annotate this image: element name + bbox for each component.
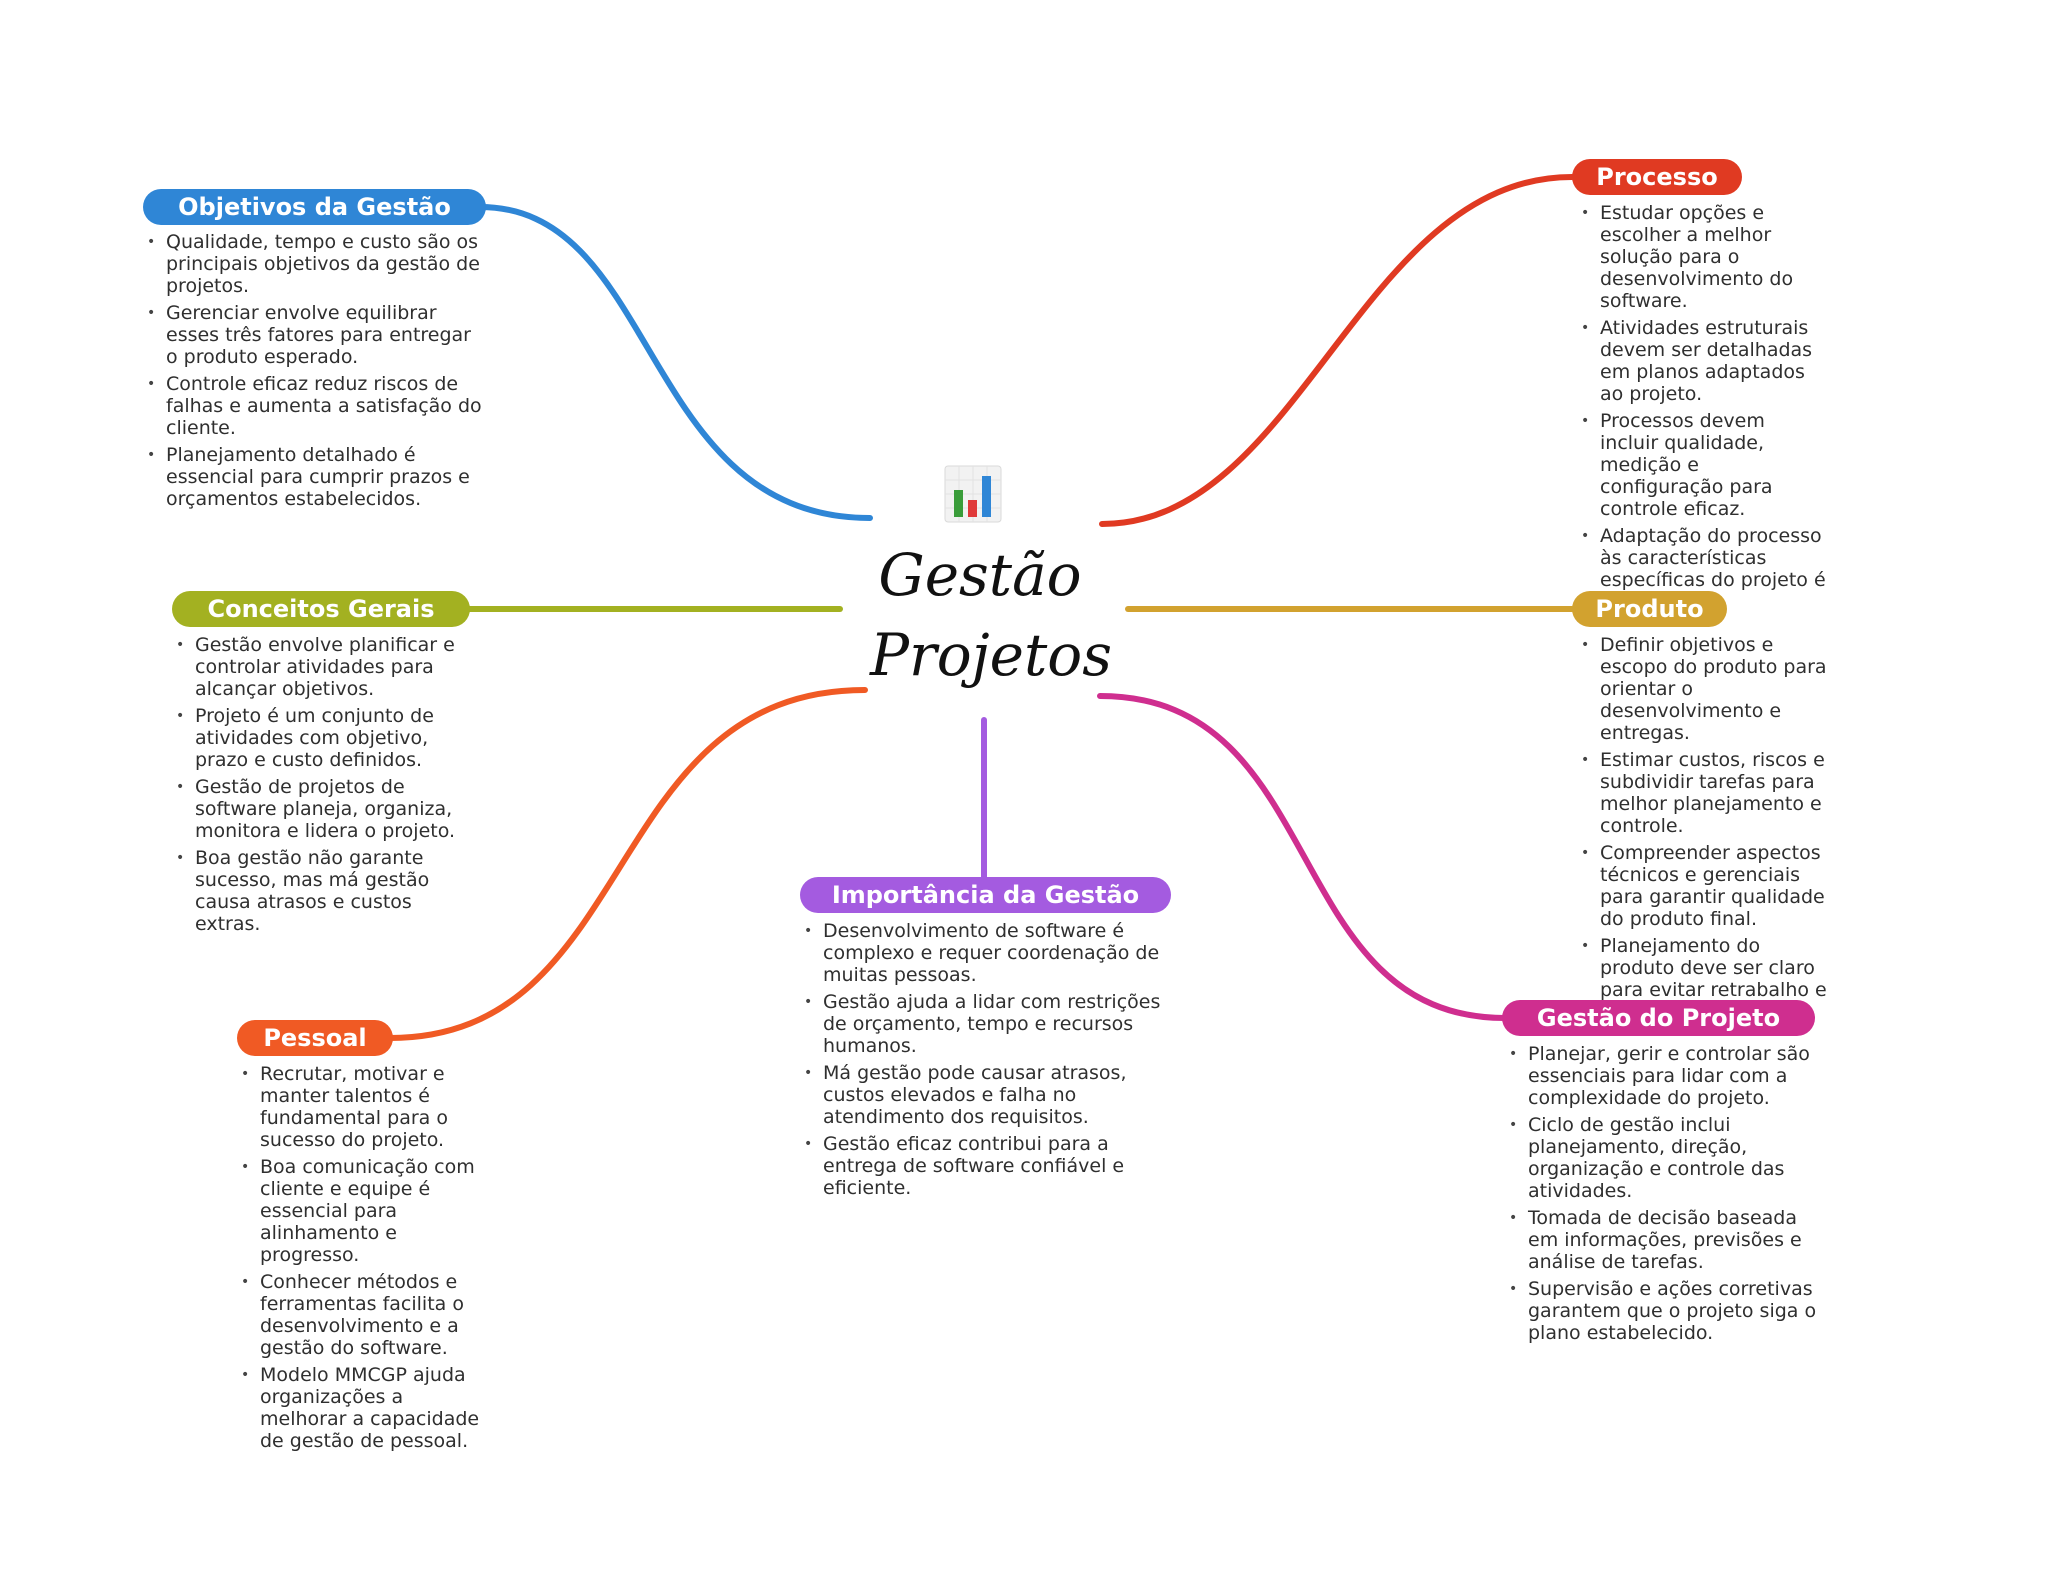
branch-pessoal-title[interactable]: Pessoal xyxy=(237,1020,393,1056)
connector-processo xyxy=(1099,174,1575,527)
branch-importancia-notes: Desenvolvimento de software é complexo e… xyxy=(800,920,1170,1204)
connector-objetivos xyxy=(477,204,873,521)
note-item: Definir objetivos e escopo do produto pa… xyxy=(1577,634,1827,744)
branch-objetivos-notes: Qualidade, tempo e custo são os principa… xyxy=(143,231,483,515)
branch-gestao-projeto-title[interactable]: Gestão do Projeto xyxy=(1502,1000,1815,1036)
connector-gestao-projeto xyxy=(1097,693,1508,1021)
note-item: Gestão eficaz contribui para a entrega d… xyxy=(800,1133,1170,1199)
central-topic[interactable]: Gestão Projetos xyxy=(870,465,1112,695)
branch-importancia-title[interactable]: Importância da Gestão xyxy=(800,877,1171,913)
note-item: Ciclo de gestão inclui planejamento, dir… xyxy=(1505,1114,1827,1202)
note-item: Planejar, gerir e controlar são essencia… xyxy=(1505,1043,1827,1109)
note-item: Boa comunicação com cliente e equipe é e… xyxy=(237,1156,487,1266)
note-item: Gerenciar envolve equilibrar esses três … xyxy=(143,302,483,368)
branch-objetivos-title[interactable]: Objetivos da Gestão xyxy=(143,189,486,225)
note-item: Conhecer métodos e ferramentas facilita … xyxy=(237,1271,487,1359)
note-item: Compreender aspectos técnicos e gerencia… xyxy=(1577,842,1827,930)
note-item: Atividades estruturais devem ser detalha… xyxy=(1577,317,1827,405)
note-item: Recrutar, motivar e manter talentos é fu… xyxy=(237,1063,487,1151)
note-item: Projeto é um conjunto de atividades com … xyxy=(172,705,467,771)
branch-produto-notes: Definir objetivos e escopo do produto pa… xyxy=(1577,634,1827,1028)
note-item: Planejamento detalhado é essencial para … xyxy=(143,444,483,510)
note-item: Modelo MMCGP ajuda organizações a melhor… xyxy=(237,1364,487,1452)
bar-chart-icon xyxy=(944,465,1002,523)
note-item: Gestão de projetos de software planeja, … xyxy=(172,776,467,842)
central-topic-title: Gestão Projetos xyxy=(870,541,1112,689)
branch-conceitos-notes: Gestão envolve planificar e controlar at… xyxy=(172,634,467,940)
connector-pessoal xyxy=(387,687,868,1041)
note-item: Boa gestão não garante sucesso, mas má g… xyxy=(172,847,467,935)
branch-gestao-projeto-notes: Planejar, gerir e controlar são essencia… xyxy=(1505,1043,1827,1349)
note-item: Controle eficaz reduz riscos de falhas e… xyxy=(143,373,483,439)
note-item: Desenvolvimento de software é complexo e… xyxy=(800,920,1170,986)
branch-produto-title[interactable]: Produto xyxy=(1572,591,1727,627)
note-item: Processos devem incluir qualidade, mediç… xyxy=(1577,410,1827,520)
branch-processo-notes: Estudar opções e escolher a melhor soluç… xyxy=(1577,202,1827,618)
note-item: Estudar opções e escolher a melhor soluç… xyxy=(1577,202,1827,312)
note-item: Gestão envolve planificar e controlar at… xyxy=(172,634,467,700)
note-item: Estimar custos, riscos e subdividir tare… xyxy=(1577,749,1827,837)
note-item: Má gestão pode causar atrasos, custos el… xyxy=(800,1062,1170,1128)
branch-pessoal-notes: Recrutar, motivar e manter talentos é fu… xyxy=(237,1063,487,1457)
note-item: Qualidade, tempo e custo são os principa… xyxy=(143,231,483,297)
branch-processo-title[interactable]: Processo xyxy=(1572,159,1742,195)
branch-conceitos-title[interactable]: Conceitos Gerais xyxy=(172,591,470,627)
note-item: Tomada de decisão baseada em informações… xyxy=(1505,1207,1827,1273)
note-item: Gestão ajuda a lidar com restrições de o… xyxy=(800,991,1170,1057)
note-item: Supervisão e ações corretivas garantem q… xyxy=(1505,1278,1827,1344)
